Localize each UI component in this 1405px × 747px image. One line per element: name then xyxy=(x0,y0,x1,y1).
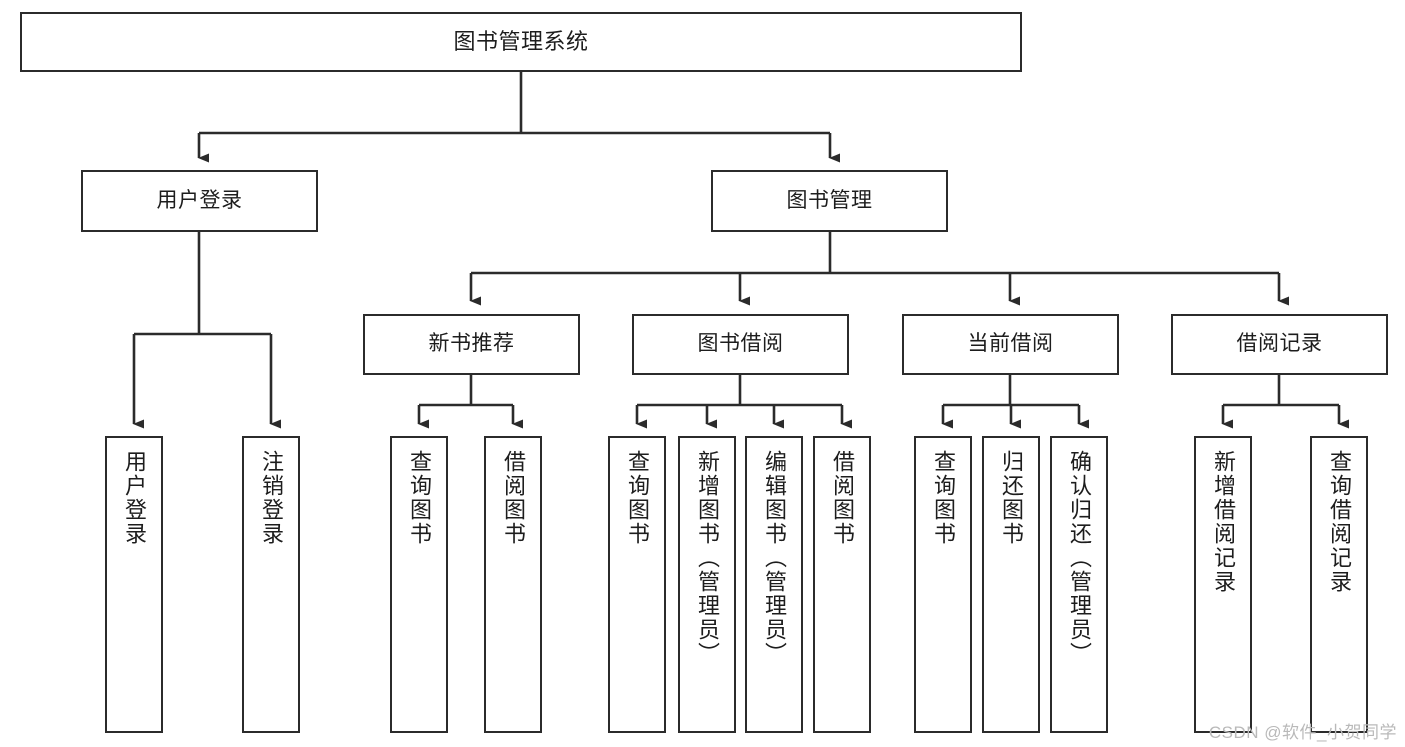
node-label: 图书借阅 xyxy=(697,332,784,356)
node-label: 新增借阅记录 xyxy=(1210,450,1236,594)
node-label: 图书管理系统 xyxy=(453,29,589,55)
node-label: 查询图书 xyxy=(406,450,432,546)
node-label: 用户登录 xyxy=(121,450,147,546)
node-book-borrow[interactable]: 图书借阅 xyxy=(632,314,849,375)
node-label: 确认归还（管理员） xyxy=(1066,450,1092,666)
node-label: 归还图书 xyxy=(998,450,1024,546)
node-label: 查询借阅记录 xyxy=(1326,450,1352,594)
node-leaf-edit-book-admin[interactable]: 编辑图书（管理员） xyxy=(745,436,803,733)
node-borrow-record[interactable]: 借阅记录 xyxy=(1171,314,1388,375)
node-leaf-query-book-borrow[interactable]: 查询图书 xyxy=(608,436,666,733)
node-leaf-return-book[interactable]: 归还图书 xyxy=(982,436,1040,733)
watermark: CSDN @软件_小贺同学 xyxy=(1208,723,1397,742)
node-label: 借阅图书 xyxy=(829,450,855,546)
node-current-borrow[interactable]: 当前借阅 xyxy=(902,314,1119,375)
node-label: 图书管理 xyxy=(786,188,873,212)
node-label: 当前借阅 xyxy=(967,332,1054,356)
node-leaf-user-login[interactable]: 用户登录 xyxy=(105,436,163,733)
node-leaf-add-borrow-record[interactable]: 新增借阅记录 xyxy=(1194,436,1252,733)
node-leaf-borrow-book-recommend[interactable]: 借阅图书 xyxy=(484,436,542,733)
node-leaf-query-book-recommend[interactable]: 查询图书 xyxy=(390,436,448,733)
node-label: 借阅图书 xyxy=(500,450,526,546)
node-leaf-borrow-book[interactable]: 借阅图书 xyxy=(813,436,871,733)
node-user-login[interactable]: 用户登录 xyxy=(81,170,318,232)
node-leaf-query-borrow-record[interactable]: 查询借阅记录 xyxy=(1310,436,1368,733)
node-book-management[interactable]: 图书管理 xyxy=(711,170,948,232)
node-label: 注销登录 xyxy=(258,450,284,546)
node-leaf-add-book-admin[interactable]: 新增图书（管理员） xyxy=(678,436,736,733)
node-leaf-query-book-current[interactable]: 查询图书 xyxy=(914,436,972,733)
node-label: 编辑图书（管理员） xyxy=(761,450,787,666)
node-label: 新书推荐 xyxy=(428,332,515,356)
node-label: 用户登录 xyxy=(156,188,243,212)
node-new-book-recommend[interactable]: 新书推荐 xyxy=(363,314,580,375)
node-label: 查询图书 xyxy=(624,450,650,546)
node-root-book-management-system[interactable]: 图书管理系统 xyxy=(20,12,1022,72)
node-label: 新增图书（管理员） xyxy=(694,450,720,666)
node-leaf-confirm-return-admin[interactable]: 确认归还（管理员） xyxy=(1050,436,1108,733)
node-label: 查询图书 xyxy=(930,450,956,546)
node-leaf-logout[interactable]: 注销登录 xyxy=(242,436,300,733)
node-label: 借阅记录 xyxy=(1236,332,1323,356)
connector-lines xyxy=(132,72,1349,429)
